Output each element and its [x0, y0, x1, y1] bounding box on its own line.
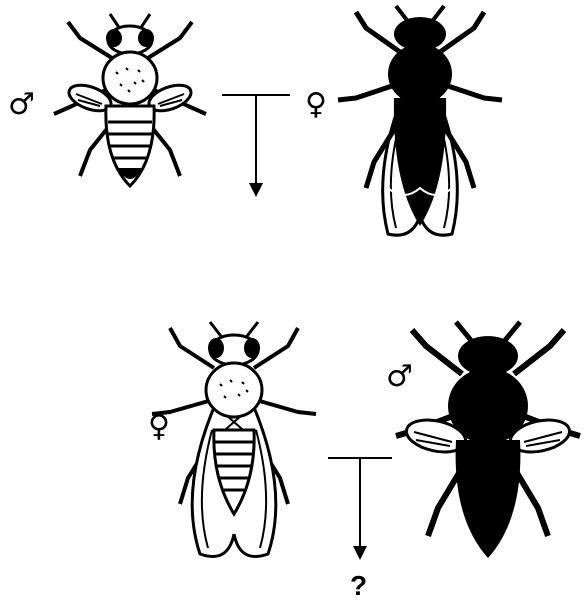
cross-2-arrow-icon — [353, 546, 367, 560]
cross-1-connector — [222, 95, 290, 197]
cross-2-connector — [328, 458, 392, 560]
cross-1-arrow-icon — [249, 183, 263, 197]
